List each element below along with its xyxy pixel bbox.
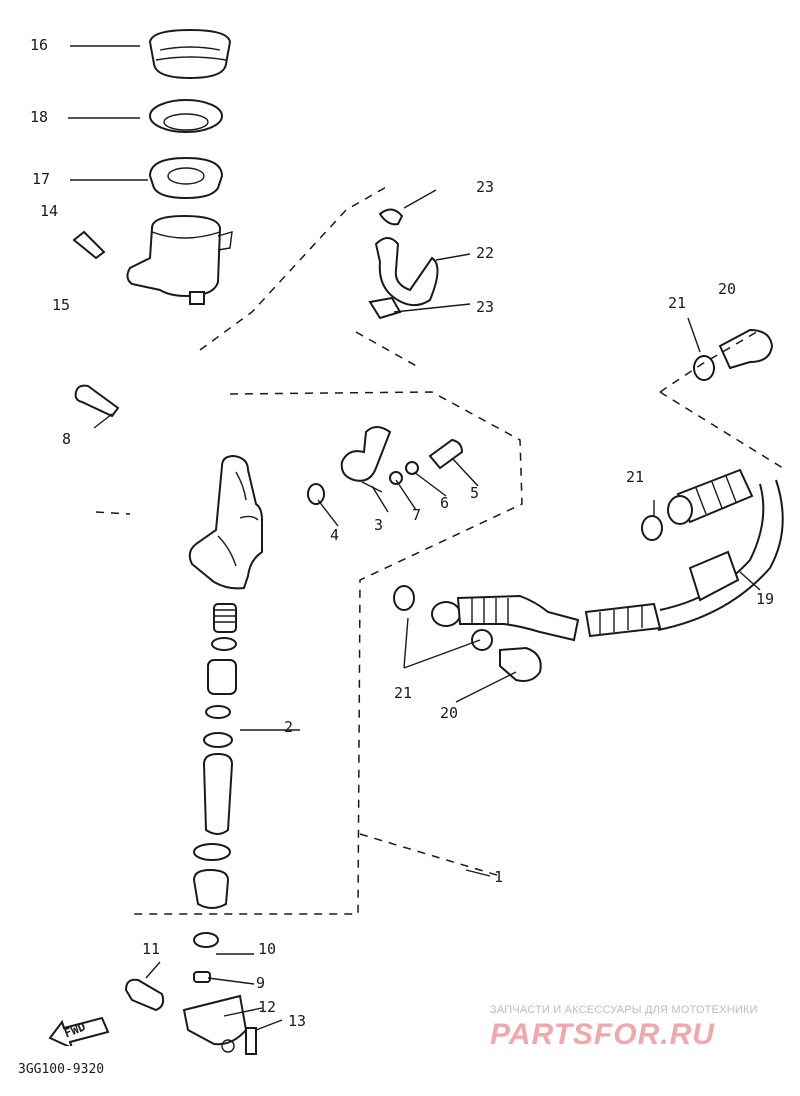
label-16: 16 bbox=[30, 36, 49, 54]
push-rod bbox=[124, 978, 165, 1012]
label-20-upper: 20 bbox=[718, 280, 737, 298]
diaphragm-holder bbox=[149, 99, 223, 133]
clevis-assembly bbox=[182, 971, 257, 1055]
o-ring bbox=[307, 483, 325, 505]
label-12: 12 bbox=[258, 998, 277, 1016]
brake-hose bbox=[431, 468, 784, 642]
label-8: 8 bbox=[62, 430, 72, 448]
master-cylinder-body bbox=[188, 454, 263, 590]
piston-kit bbox=[192, 603, 237, 909]
label-10: 10 bbox=[258, 940, 277, 958]
label-21-upper: 21 bbox=[668, 294, 687, 312]
label-11: 11 bbox=[142, 940, 161, 958]
label-5: 5 bbox=[470, 484, 480, 502]
label-19: 19 bbox=[756, 590, 775, 608]
label-18: 18 bbox=[30, 108, 49, 126]
reservoir-cap bbox=[148, 28, 232, 80]
label-14: 14 bbox=[40, 202, 59, 220]
union-bolt-lower bbox=[393, 515, 663, 682]
label-21-lower: 21 bbox=[394, 684, 413, 702]
label-23-top: 23 bbox=[476, 178, 495, 196]
label-3: 3 bbox=[374, 516, 384, 534]
label-1: 1 bbox=[494, 868, 504, 886]
label-6: 6 bbox=[440, 494, 450, 512]
watermark-logo: PARTSFOR.RU bbox=[490, 1018, 715, 1051]
label-9: 9 bbox=[256, 974, 266, 992]
reservoir-hose bbox=[368, 208, 439, 320]
diagram-code: 3GG100-9320 bbox=[18, 1062, 105, 1077]
joint-screw bbox=[389, 438, 464, 485]
forward-direction-arrow: FWD bbox=[48, 1016, 110, 1050]
label-22: 22 bbox=[476, 244, 495, 262]
union-bolt-upper bbox=[693, 328, 774, 381]
label-23-bottom: 23 bbox=[476, 298, 495, 316]
label-7: 7 bbox=[412, 506, 422, 524]
label-15: 15 bbox=[52, 296, 71, 314]
reservoir-tank bbox=[126, 214, 233, 305]
reservoir-screw bbox=[72, 230, 106, 260]
label-2: 2 bbox=[284, 718, 294, 736]
boot bbox=[193, 932, 219, 948]
label-17: 17 bbox=[32, 170, 51, 188]
hose-joint bbox=[340, 426, 392, 493]
label-4: 4 bbox=[330, 526, 340, 544]
watermark-tagline: ЗАПЧАСТИ И АКСЕССУАРЫ ДЛЯ МОТОТЕХНИКИ bbox=[490, 1004, 758, 1016]
label-21-mid: 21 bbox=[626, 468, 645, 486]
diaphragm bbox=[148, 156, 224, 200]
label-13: 13 bbox=[288, 1012, 307, 1030]
pivot-bolt bbox=[74, 384, 120, 418]
label-20-lower: 20 bbox=[440, 704, 459, 722]
